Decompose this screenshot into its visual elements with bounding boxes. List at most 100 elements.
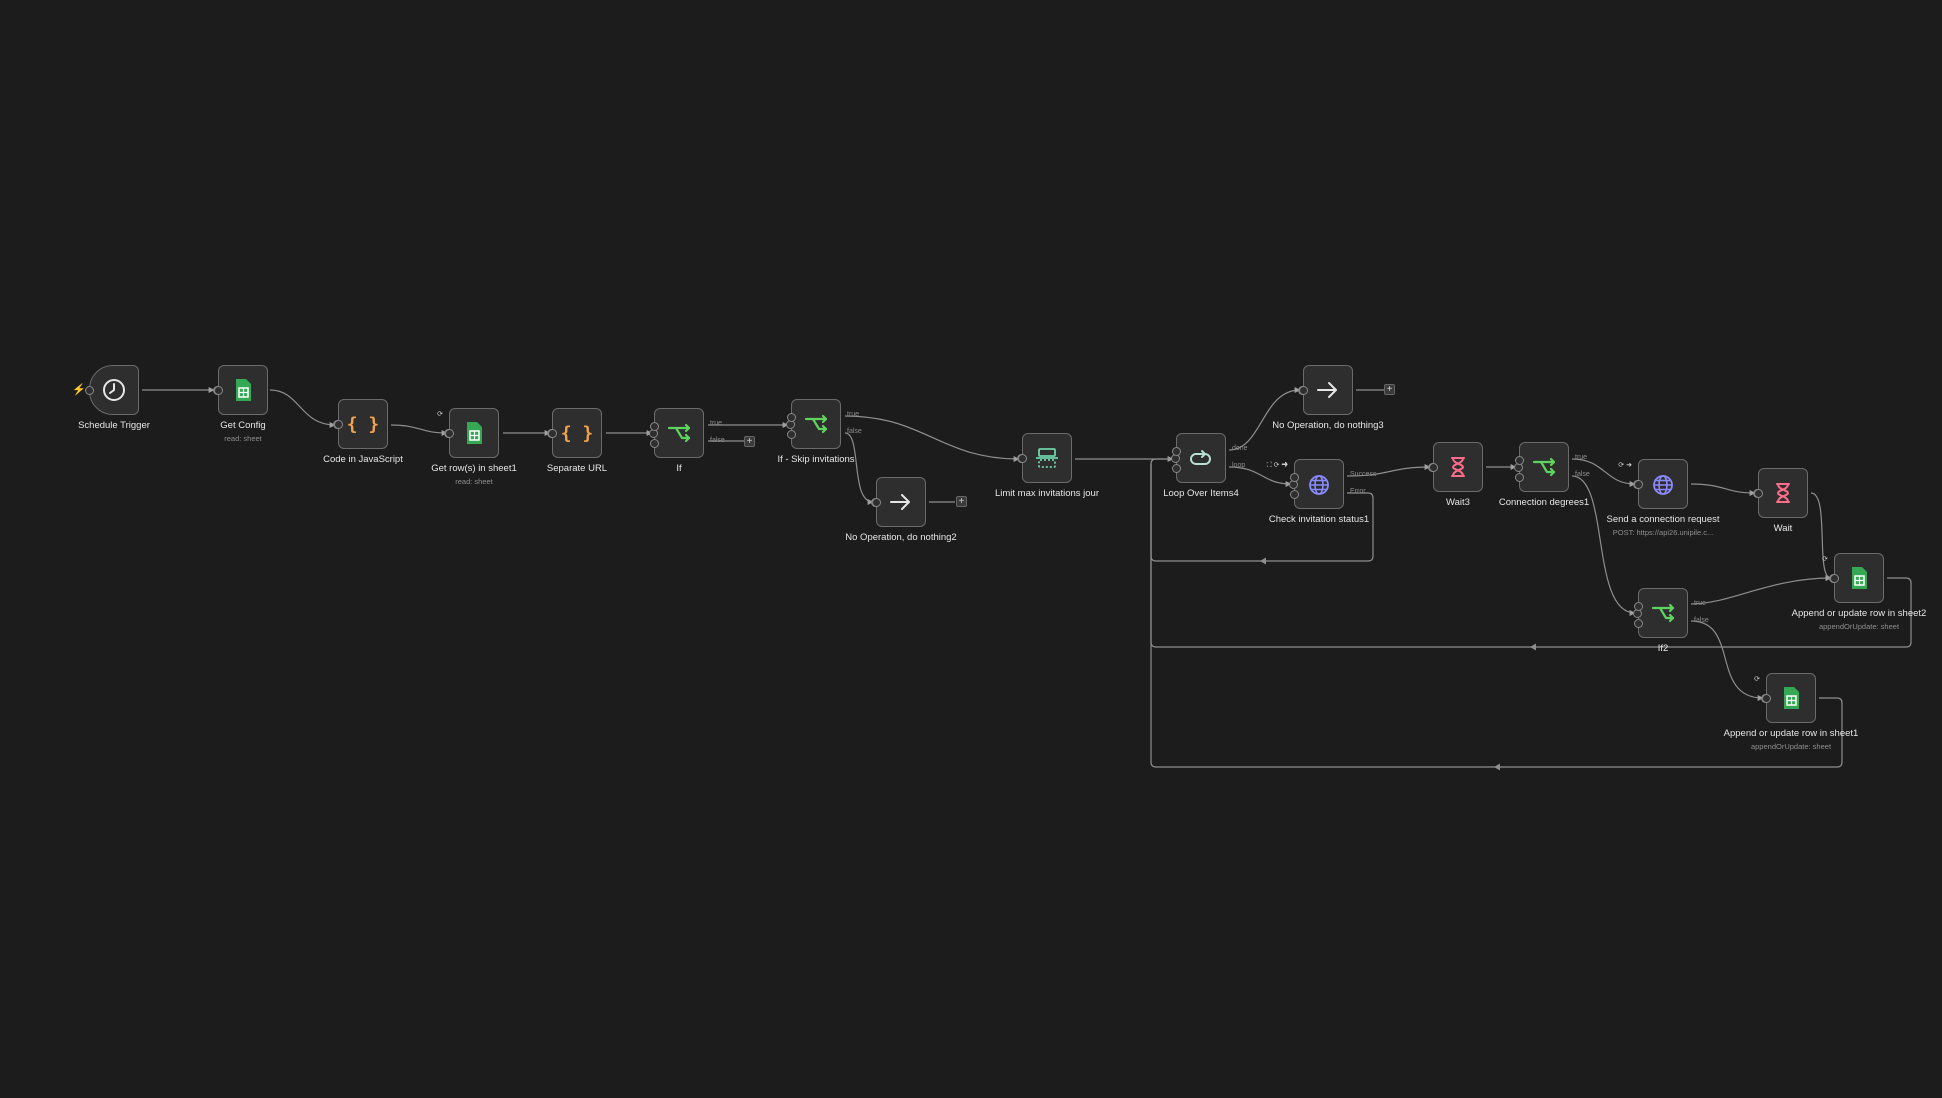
node-label: Loop Over Items4 [1163, 488, 1239, 499]
edge-getconfig-code [269, 389, 336, 428]
node-subtitle: POST: https://api26.unipile.c... [1612, 528, 1714, 537]
node-label: Connection degrees1 [1498, 497, 1590, 508]
node-toolbar-icons[interactable]: ⟳➜ [1618, 462, 1634, 469]
output-handle[interactable] [1634, 480, 1643, 489]
output-done-handle[interactable] [1172, 447, 1181, 456]
edge-if2-false-append1 [1690, 620, 1764, 701]
output-true-handle[interactable] [650, 422, 659, 431]
output-false-handle[interactable] [1634, 619, 1643, 628]
true-label: true [710, 420, 723, 427]
output-handle[interactable] [1754, 489, 1763, 498]
edge-loop-done-noop3 [1228, 387, 1301, 451]
false-label: false [847, 428, 862, 435]
svg-text:{ }: { } [561, 423, 593, 444]
if-branch-icon [663, 417, 695, 449]
edge-append1-loop [1150, 464, 1843, 768]
arrow-right-icon [885, 486, 917, 518]
edge-append2-loop [1150, 464, 1912, 648]
node-label: No Operation, do nothing3 [1272, 420, 1384, 431]
node-label: Code in JavaScript [323, 454, 403, 465]
node-box[interactable] [1433, 442, 1483, 492]
node-label: No Operation, do nothing2 [845, 532, 957, 543]
output-handle[interactable] [334, 420, 343, 429]
node-label: Append or update row in sheet2 [1791, 608, 1927, 619]
true-label: true [1575, 454, 1588, 461]
node-label: Wait3 [1446, 497, 1470, 508]
output-handle[interactable] [445, 429, 454, 438]
hourglass-icon [1442, 451, 1474, 483]
output-handle[interactable] [1762, 694, 1771, 703]
node-refresh-icon[interactable]: ⟳ [1822, 556, 1830, 563]
google-sheets-icon [458, 417, 490, 449]
output-handle[interactable] [1299, 386, 1308, 395]
output-handle[interactable] [1429, 463, 1438, 472]
output-handle[interactable] [85, 386, 94, 395]
output-true-handle[interactable] [1515, 456, 1524, 465]
google-sheets-icon [1843, 562, 1875, 594]
output-handle[interactable] [214, 386, 223, 395]
output-true-handle[interactable] [1634, 602, 1643, 611]
output-loop-handle[interactable] [1172, 464, 1181, 473]
output-false-handle[interactable] [650, 439, 659, 448]
edge-conndeg-true-send [1571, 458, 1636, 487]
add-node-button[interactable]: + [744, 436, 755, 447]
node-label: Schedule Trigger [78, 420, 150, 431]
google-sheets-icon [1775, 682, 1807, 714]
edge-wait-append2 [1810, 492, 1832, 581]
edge-ifskip-true-limit [844, 415, 1020, 462]
node-box[interactable] [1022, 433, 1072, 483]
output-handle[interactable] [1018, 454, 1027, 463]
node-box[interactable] [1294, 459, 1344, 509]
loop-icon [1185, 442, 1217, 474]
edge-check-success-wait3 [1346, 464, 1431, 477]
hourglass-icon [1767, 477, 1799, 509]
node-label: Limit max invitations jour [994, 488, 1099, 499]
output-true-handle[interactable] [787, 413, 796, 422]
edge-loop-loop-check [1228, 466, 1292, 487]
output-false-handle[interactable] [787, 430, 796, 439]
output-false-handle[interactable] [1515, 473, 1524, 482]
if-branch-icon [1528, 451, 1560, 483]
add-node-button[interactable]: + [956, 496, 967, 507]
output-handle[interactable] [1830, 574, 1839, 583]
add-node-button[interactable]: + [1384, 384, 1395, 395]
arrow-right-icon [1312, 374, 1344, 406]
node-subtitle: read: sheet [455, 477, 493, 486]
true-label: true [1694, 600, 1707, 607]
done-label: done [1232, 445, 1248, 452]
output-handle[interactable] [872, 498, 881, 507]
edge-send-wait [1690, 483, 1756, 496]
node-box[interactable] [1758, 468, 1808, 518]
node-subtitle: read: sheet [224, 434, 262, 443]
code-braces-icon: { } [347, 408, 379, 440]
clock-icon [98, 374, 130, 406]
node-refresh-icon[interactable]: ⟳ [1754, 676, 1762, 683]
node-refresh-icon[interactable]: ⟳ [437, 411, 445, 418]
output-error-handle[interactable] [1290, 490, 1299, 499]
node-label: Wait [1773, 523, 1793, 534]
node-label: Append or update row in sheet1 [1723, 728, 1859, 739]
edge-if2-true-append2 [1690, 575, 1832, 605]
output-handle[interactable] [548, 429, 557, 438]
false-label: false [710, 437, 725, 444]
false-label: false [1694, 617, 1709, 624]
node-label: Separate URL [546, 463, 608, 474]
edge-ifskip-false-noop2 [844, 432, 874, 505]
node-label: If [676, 463, 682, 474]
error-label: Error [1350, 488, 1366, 495]
globe-icon [1647, 468, 1679, 500]
code-braces-icon: { } [561, 417, 593, 449]
node-label: If - Skip invitations [777, 454, 855, 465]
trigger-bolt-icon: ⚡ [72, 384, 86, 396]
node-subtitle: appendOrUpdate: sheet [1818, 622, 1900, 631]
node-label: Get Config [220, 420, 266, 431]
success-label: Success [1350, 471, 1377, 478]
false-label: false [1575, 471, 1590, 478]
node-toolbar-icons[interactable]: ⛶⟳➜ [1266, 462, 1290, 469]
output-success-handle[interactable] [1290, 473, 1299, 482]
node-subtitle: appendOrUpdate: sheet [1750, 742, 1832, 751]
node-label: Send a connection request [1606, 514, 1720, 525]
edge-conndeg-false-if2 [1571, 475, 1636, 616]
